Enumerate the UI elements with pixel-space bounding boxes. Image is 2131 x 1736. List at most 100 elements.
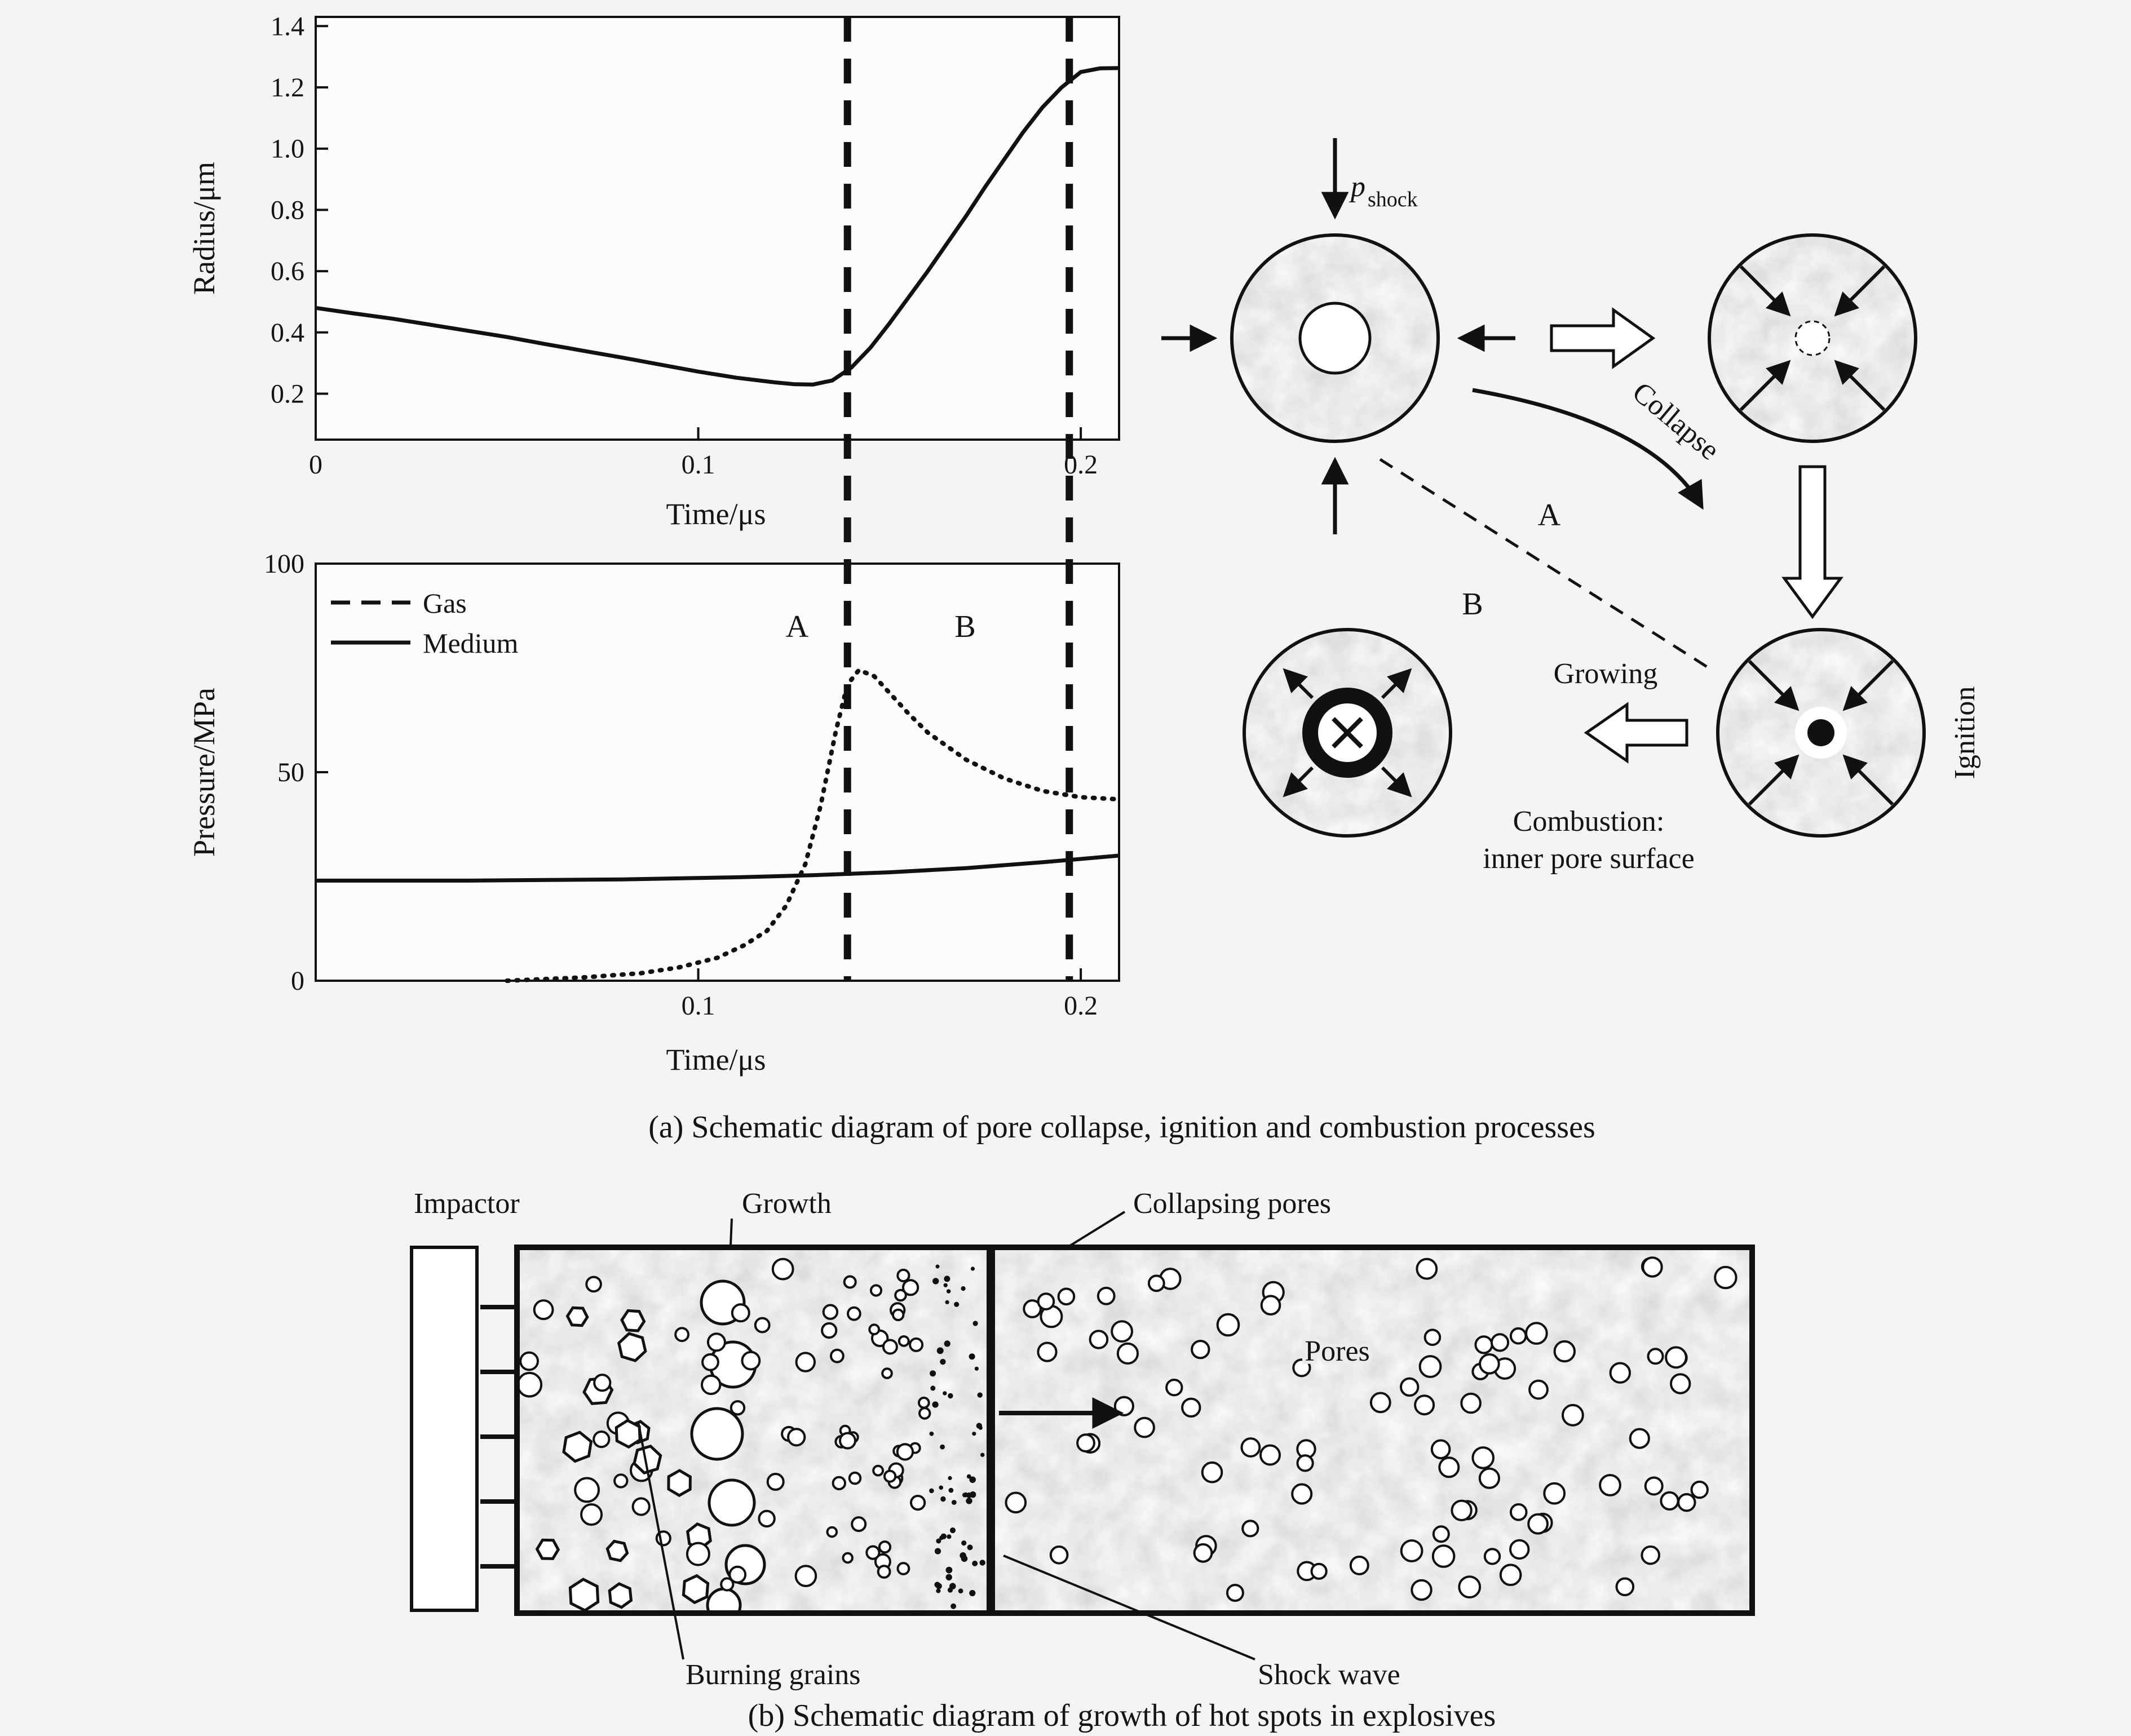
pore-circle bbox=[1191, 1340, 1210, 1359]
pore-circle bbox=[1641, 1545, 1660, 1565]
pore-circle bbox=[1483, 1548, 1501, 1565]
p-shock-subscript: shock bbox=[1368, 188, 1418, 211]
collapsing-pore-dot bbox=[939, 1485, 943, 1490]
collapsing-pore-dot bbox=[948, 1476, 952, 1480]
collapsing-pore-dot bbox=[932, 1278, 939, 1285]
collapsing-pore-dot bbox=[954, 1301, 960, 1307]
pore-circle bbox=[1460, 1392, 1482, 1414]
collapsing-pore-dot bbox=[945, 1566, 953, 1574]
explosive-block-border bbox=[514, 1245, 1755, 1616]
pore-circle bbox=[1116, 1342, 1139, 1365]
pore-circle bbox=[822, 1304, 839, 1320]
y-tick-label: 1.2 bbox=[271, 73, 304, 103]
grain-hexagon bbox=[535, 1538, 560, 1560]
pore-circle bbox=[843, 1275, 857, 1289]
collapsing-pore-dot bbox=[958, 1588, 963, 1594]
y-tick-label: 50 bbox=[277, 758, 304, 787]
caption-a: (a) Schematic diagram of pore collapse, … bbox=[648, 1110, 1595, 1145]
collapse-inward-arrow-icon bbox=[1834, 360, 1886, 411]
pore-circle bbox=[1259, 1444, 1281, 1466]
stage-guides bbox=[843, 17, 1073, 981]
pore-circle bbox=[731, 1303, 750, 1323]
pore-circle bbox=[1629, 1428, 1650, 1449]
shock-wave-front bbox=[987, 1247, 995, 1613]
growing-sphere-outline bbox=[1243, 628, 1452, 838]
pore-circle bbox=[613, 1473, 629, 1489]
pore-circle bbox=[1097, 1286, 1116, 1305]
pore-circle bbox=[910, 1495, 926, 1511]
y-tick-label: 0.4 bbox=[271, 318, 304, 348]
pore-circle bbox=[517, 1371, 543, 1398]
pore-circle bbox=[1400, 1539, 1423, 1562]
pore-circle bbox=[1023, 1299, 1042, 1318]
pore-circle bbox=[1349, 1555, 1369, 1575]
y-tick-label: 0.6 bbox=[271, 256, 304, 286]
collapsing-pore-dot bbox=[966, 1474, 971, 1479]
pore-circle bbox=[865, 1545, 881, 1560]
pore-circle bbox=[1005, 1491, 1027, 1514]
growth-outward-arrow-icon bbox=[1283, 668, 1314, 699]
pore-circle bbox=[1509, 1503, 1528, 1521]
collapsing-pore-dot bbox=[935, 1264, 940, 1269]
pore-circle bbox=[1296, 1454, 1314, 1472]
collapsing-pore-dot bbox=[972, 1321, 978, 1326]
collapsing-void bbox=[1794, 320, 1831, 356]
pore-circle bbox=[1490, 1333, 1510, 1352]
pore-circle bbox=[1509, 1327, 1527, 1345]
collapsing-pore-dot bbox=[961, 1555, 968, 1562]
ignition-inward-arrow-icon bbox=[1842, 659, 1894, 711]
collapse-inward-arrow-icon bbox=[1739, 265, 1791, 317]
pore-circle bbox=[1418, 1355, 1442, 1378]
collapsing-pore-dot bbox=[966, 1498, 972, 1504]
pore-circle bbox=[1431, 1544, 1456, 1568]
collapsing-pore-dot bbox=[961, 1540, 967, 1546]
collapsing-pore-dot bbox=[948, 1487, 954, 1493]
pore-circle bbox=[872, 1464, 884, 1477]
collapsing-pore-dot bbox=[947, 1587, 953, 1593]
pore-circle bbox=[585, 1276, 602, 1293]
pore-circle bbox=[1642, 1256, 1663, 1278]
collapsing-pore-dot bbox=[946, 1289, 951, 1294]
collapsing-pore-dot bbox=[972, 1432, 976, 1436]
pore-circle bbox=[826, 1526, 838, 1538]
collapsing-pore-dot bbox=[929, 1488, 934, 1494]
collapsing-pore-dot bbox=[969, 1476, 976, 1483]
collapsing-pore-dot bbox=[940, 1496, 946, 1502]
grain-hexagon bbox=[620, 1309, 646, 1332]
collapse-sphere-outline bbox=[1708, 233, 1917, 443]
growth-outward-arrow-icon bbox=[1381, 766, 1412, 798]
pore-circle bbox=[869, 1284, 883, 1297]
pore-circle bbox=[1562, 1403, 1584, 1427]
pore-circle bbox=[574, 1477, 600, 1503]
pore-circle bbox=[1438, 1456, 1460, 1478]
pore-circle bbox=[894, 1288, 907, 1302]
pore-circle bbox=[830, 1348, 845, 1363]
pore-circle bbox=[1049, 1545, 1069, 1565]
collapsing-pore-dot bbox=[930, 1385, 936, 1391]
region-b-label: B bbox=[954, 609, 975, 644]
plot-frame bbox=[315, 563, 1120, 982]
pore-circle bbox=[730, 1400, 746, 1416]
pore-circle bbox=[1181, 1397, 1201, 1418]
pore-circle bbox=[1423, 1328, 1442, 1346]
series-gas bbox=[505, 667, 1121, 983]
pore-sphere-outline bbox=[1230, 233, 1440, 443]
combustion-label-line1: Combustion: bbox=[1513, 805, 1665, 838]
grain-hexagon bbox=[667, 1469, 692, 1498]
collapsing-pore-dot bbox=[943, 1391, 947, 1396]
series-medium bbox=[316, 853, 1120, 883]
pore-circle bbox=[741, 1350, 761, 1371]
grain-hexagon bbox=[617, 1332, 647, 1362]
pore-circle bbox=[1165, 1379, 1183, 1397]
pore-circle bbox=[877, 1565, 891, 1579]
pore-circle bbox=[631, 1497, 651, 1516]
combustion-label-line2: inner pore surface bbox=[1483, 843, 1694, 875]
pore-circle bbox=[898, 1335, 910, 1347]
pore-circle bbox=[896, 1443, 914, 1461]
pore-circle bbox=[1553, 1340, 1576, 1363]
pore-circle bbox=[1260, 1295, 1281, 1316]
growth-hotspot-circle bbox=[708, 1478, 756, 1527]
pore-circle bbox=[1479, 1353, 1500, 1375]
